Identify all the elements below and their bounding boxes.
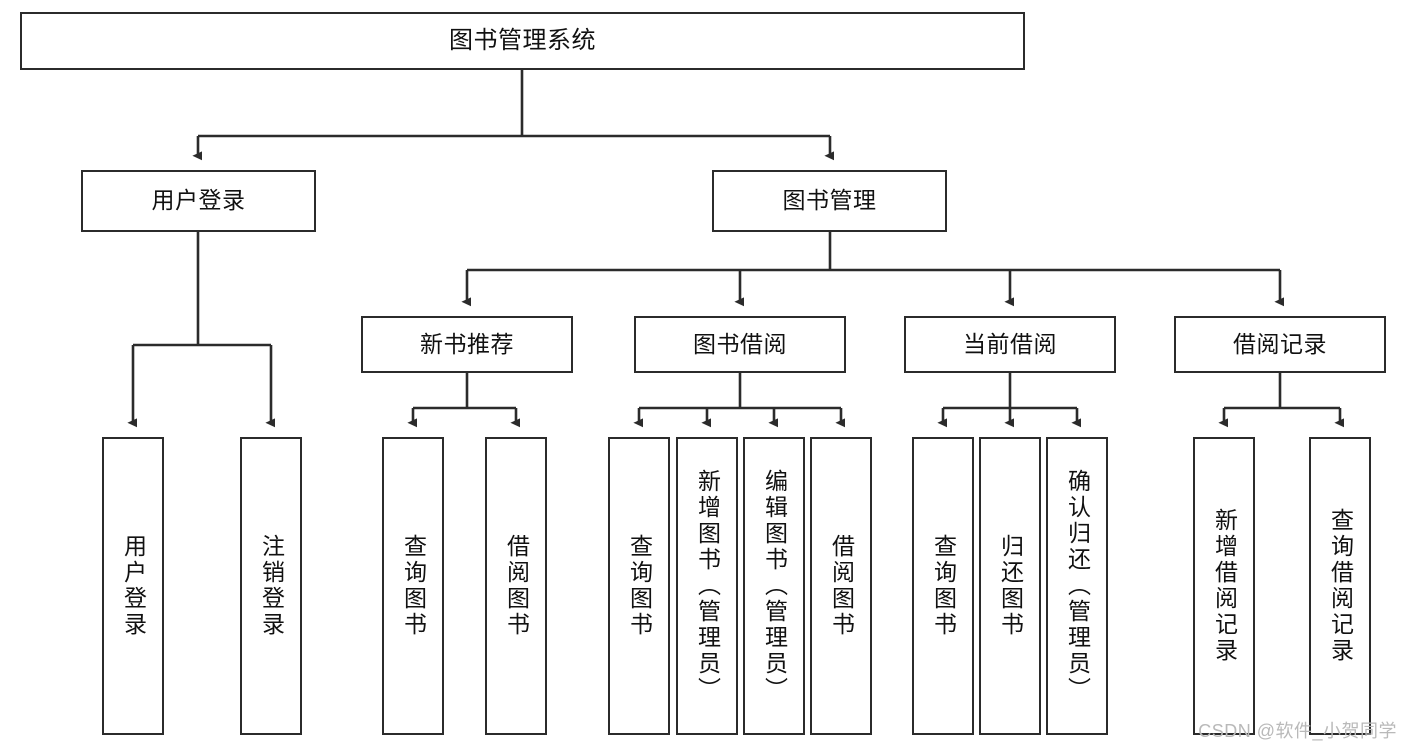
- node-leaf-borrow-book-2-label: 借阅图书: [828, 534, 855, 638]
- node-leaf-query-book-2-label: 查询图书: [626, 534, 653, 638]
- node-leaf-add-record[interactable]: 新增借阅记录: [1193, 437, 1255, 735]
- node-leaf-confirm-return[interactable]: 确认归还（管理员）: [1046, 437, 1108, 735]
- node-leaf-confirm-return-label: 确认归还（管理员）: [1064, 469, 1091, 703]
- node-leaf-borrow-book-1[interactable]: 借阅图书: [485, 437, 547, 735]
- node-book-manage-label: 图书管理: [782, 187, 877, 214]
- node-leaf-add-book[interactable]: 新增图书（管理员）: [676, 437, 738, 735]
- node-leaf-query-book-1[interactable]: 查询图书: [382, 437, 444, 735]
- node-leaf-return-book-label: 归还图书: [997, 534, 1024, 638]
- node-leaf-borrow-book-1-label: 借阅图书: [503, 534, 530, 638]
- node-leaf-query-book-3[interactable]: 查询图书: [912, 437, 974, 735]
- node-leaf-query-book-3-label: 查询图书: [930, 534, 957, 638]
- node-leaf-return-book[interactable]: 归还图书: [979, 437, 1041, 735]
- node-root-label: 图书管理系统: [449, 26, 596, 54]
- node-leaf-user-login-label: 用户登录: [120, 534, 147, 638]
- node-current-borrow[interactable]: 当前借阅: [904, 316, 1116, 373]
- node-leaf-add-record-label: 新增借阅记录: [1211, 508, 1238, 664]
- node-borrow-record-label: 借阅记录: [1233, 330, 1327, 357]
- node-leaf-user-login[interactable]: 用户登录: [102, 437, 164, 735]
- node-leaf-query-record-label: 查询借阅记录: [1327, 508, 1354, 664]
- node-leaf-add-book-label: 新增图书（管理员）: [694, 469, 721, 703]
- watermark-text: CSDN @软件_小贺同学: [1198, 721, 1397, 741]
- node-leaf-borrow-book-2[interactable]: 借阅图书: [810, 437, 872, 735]
- node-leaf-logout-login[interactable]: 注销登录: [240, 437, 302, 735]
- node-leaf-edit-book[interactable]: 编辑图书（管理员）: [743, 437, 805, 735]
- node-leaf-query-book-1-label: 查询图书: [400, 534, 427, 638]
- node-book-manage[interactable]: 图书管理: [712, 170, 947, 232]
- node-new-book-recommend-label: 新书推荐: [420, 330, 514, 357]
- node-book-borrow-label: 图书借阅: [693, 330, 787, 357]
- node-new-book-recommend[interactable]: 新书推荐: [361, 316, 573, 373]
- node-leaf-logout-login-label: 注销登录: [258, 534, 285, 638]
- node-borrow-record[interactable]: 借阅记录: [1174, 316, 1386, 373]
- node-root[interactable]: 图书管理系统: [20, 12, 1025, 70]
- node-user-login-label: 用户登录: [151, 187, 246, 214]
- node-current-borrow-label: 当前借阅: [963, 330, 1057, 357]
- node-book-borrow[interactable]: 图书借阅: [634, 316, 846, 373]
- node-user-login[interactable]: 用户登录: [81, 170, 316, 232]
- node-leaf-query-record[interactable]: 查询借阅记录: [1309, 437, 1371, 735]
- node-leaf-query-book-2[interactable]: 查询图书: [608, 437, 670, 735]
- node-leaf-edit-book-label: 编辑图书（管理员）: [761, 469, 788, 703]
